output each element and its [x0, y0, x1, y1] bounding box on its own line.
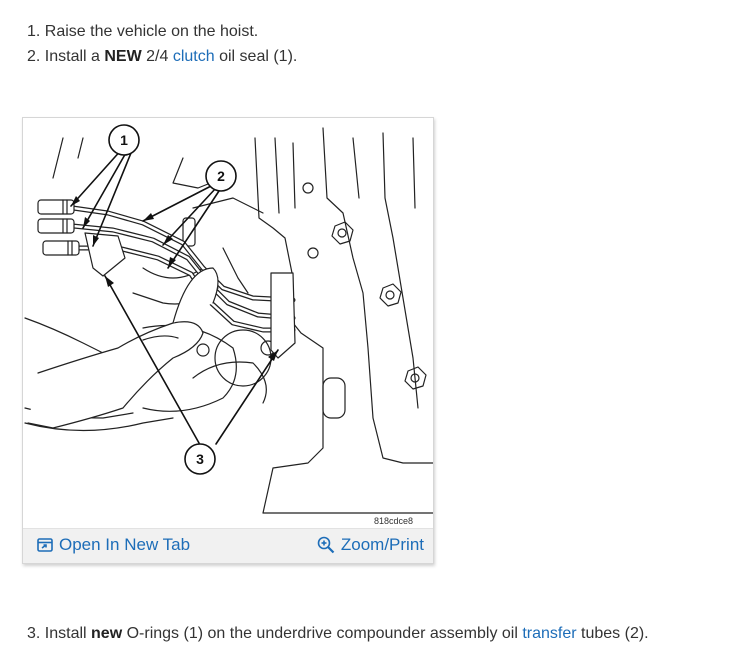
- figure-code: 818cdce8: [373, 516, 413, 526]
- callout-1-label: 1: [120, 132, 128, 148]
- callout-2-label: 2: [217, 168, 225, 184]
- callout-3-label: 3: [196, 451, 204, 467]
- step-2-prefix: 2. Install a: [27, 48, 105, 65]
- step-2-bold: NEW: [104, 48, 142, 65]
- callout-1-circle: [108, 124, 140, 156]
- zoom-magnifier-icon: [317, 536, 335, 554]
- figure-toolbar: Open In New Tab Zoom/Print: [23, 528, 433, 563]
- open-in-new-tab-label: Open In New Tab: [59, 535, 191, 554]
- transfer-link[interactable]: transfer: [522, 625, 577, 642]
- step-1-text: 1. Raise the vehicle on the hoist.: [27, 23, 259, 40]
- step-1: 1. Raise the vehicle on the hoist.: [27, 22, 258, 42]
- clutch-link[interactable]: clutch: [172, 48, 215, 65]
- callout-3-circle: [184, 443, 216, 475]
- zoom-print-label: Zoom/Print: [340, 535, 424, 554]
- step-3-mid: O-rings (1) on the underdrive compounder…: [122, 625, 523, 642]
- step-3: 3. Install new O-rings (1) on the underd…: [27, 624, 649, 644]
- bolt-1: [331, 221, 354, 245]
- figure-container: 1 2 3 818cdce8 Open In New Tab: [22, 117, 434, 564]
- open-new-tab-icon: [37, 538, 53, 552]
- step-2: 2. Install a NEW 2/4 clutch oil seal (1)…: [27, 47, 297, 67]
- step-3-bold: new: [91, 625, 123, 642]
- step-3-suffix: tubes (2).: [576, 625, 649, 642]
- step-3-prefix: 3. Install: [27, 625, 92, 642]
- step-2-suffix: oil seal (1).: [214, 48, 298, 65]
- figure-illustration: 1 2 3: [24, 124, 433, 514]
- callout-2-circle: [205, 160, 237, 192]
- open-in-new-tab-button[interactable]: Open In New Tab: [37, 535, 190, 555]
- zoom-print-button[interactable]: Zoom/Print: [317, 535, 424, 555]
- step-2-mid: 2/4: [141, 48, 173, 65]
